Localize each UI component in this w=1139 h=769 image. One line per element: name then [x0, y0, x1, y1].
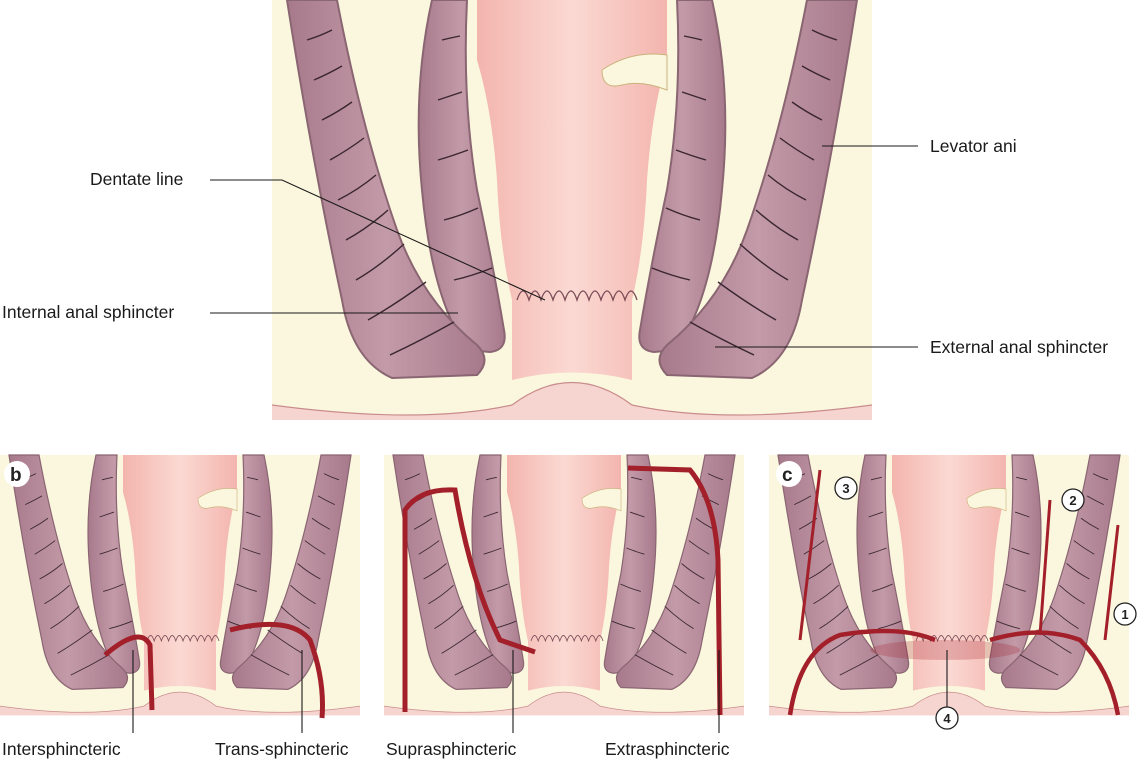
panel-c-letter: c — [776, 461, 802, 487]
marker-2: 2 — [1061, 488, 1085, 512]
trans-sphincteric-label: Trans-sphincteric — [215, 739, 349, 759]
levator-ani-label: Levator ani — [930, 136, 1017, 156]
svg-text:3: 3 — [842, 481, 849, 496]
marker-1: 1 — [1113, 602, 1137, 626]
intersphincteric-fistula — [103, 634, 155, 711]
intersphincteric-label: Intersphincteric — [2, 739, 121, 759]
trans-sphincteric-fistula — [229, 621, 325, 719]
extrasphincteric-fistula — [627, 465, 723, 716]
dentate-region-highlight — [870, 640, 1020, 660]
panel-b-letter: b — [4, 461, 30, 487]
internal-sphincter-label: Internal anal sphincter — [2, 302, 174, 322]
dentate-line-label: Dentate line — [90, 169, 183, 189]
fistula-branch-3 — [798, 469, 822, 641]
svg-text:1: 1 — [1121, 607, 1128, 622]
fistula-tract-left — [787, 628, 936, 716]
panel-a-anatomy — [271, 0, 873, 421]
panel-c — [768, 454, 1130, 717]
svg-text:4: 4 — [943, 711, 951, 726]
marker-4: 4 — [935, 650, 959, 730]
fistula-branch-1 — [1103, 524, 1120, 641]
suprasphincteric-fistula — [402, 487, 536, 712]
marker-3: 3 — [834, 476, 858, 500]
dentate-line-leader — [210, 179, 546, 301]
panel-b-right — [383, 454, 745, 717]
panel-a: Dentate line Internal anal sphincter Lev… — [2, 0, 1108, 421]
fistula-tract-right — [989, 630, 1121, 716]
svg-text:b: b — [10, 465, 22, 486]
fistula-branch-2 — [1038, 499, 1052, 636]
external-sphincter-label: External anal sphincter — [930, 337, 1108, 357]
svg-text:c: c — [782, 465, 793, 486]
svg-text:2: 2 — [1069, 493, 1076, 508]
suprasphincteric-label: Suprasphincteric — [386, 739, 517, 759]
panel-b-left — [0, 454, 361, 719]
extrasphincteric-label: Extrasphincteric — [605, 739, 730, 759]
